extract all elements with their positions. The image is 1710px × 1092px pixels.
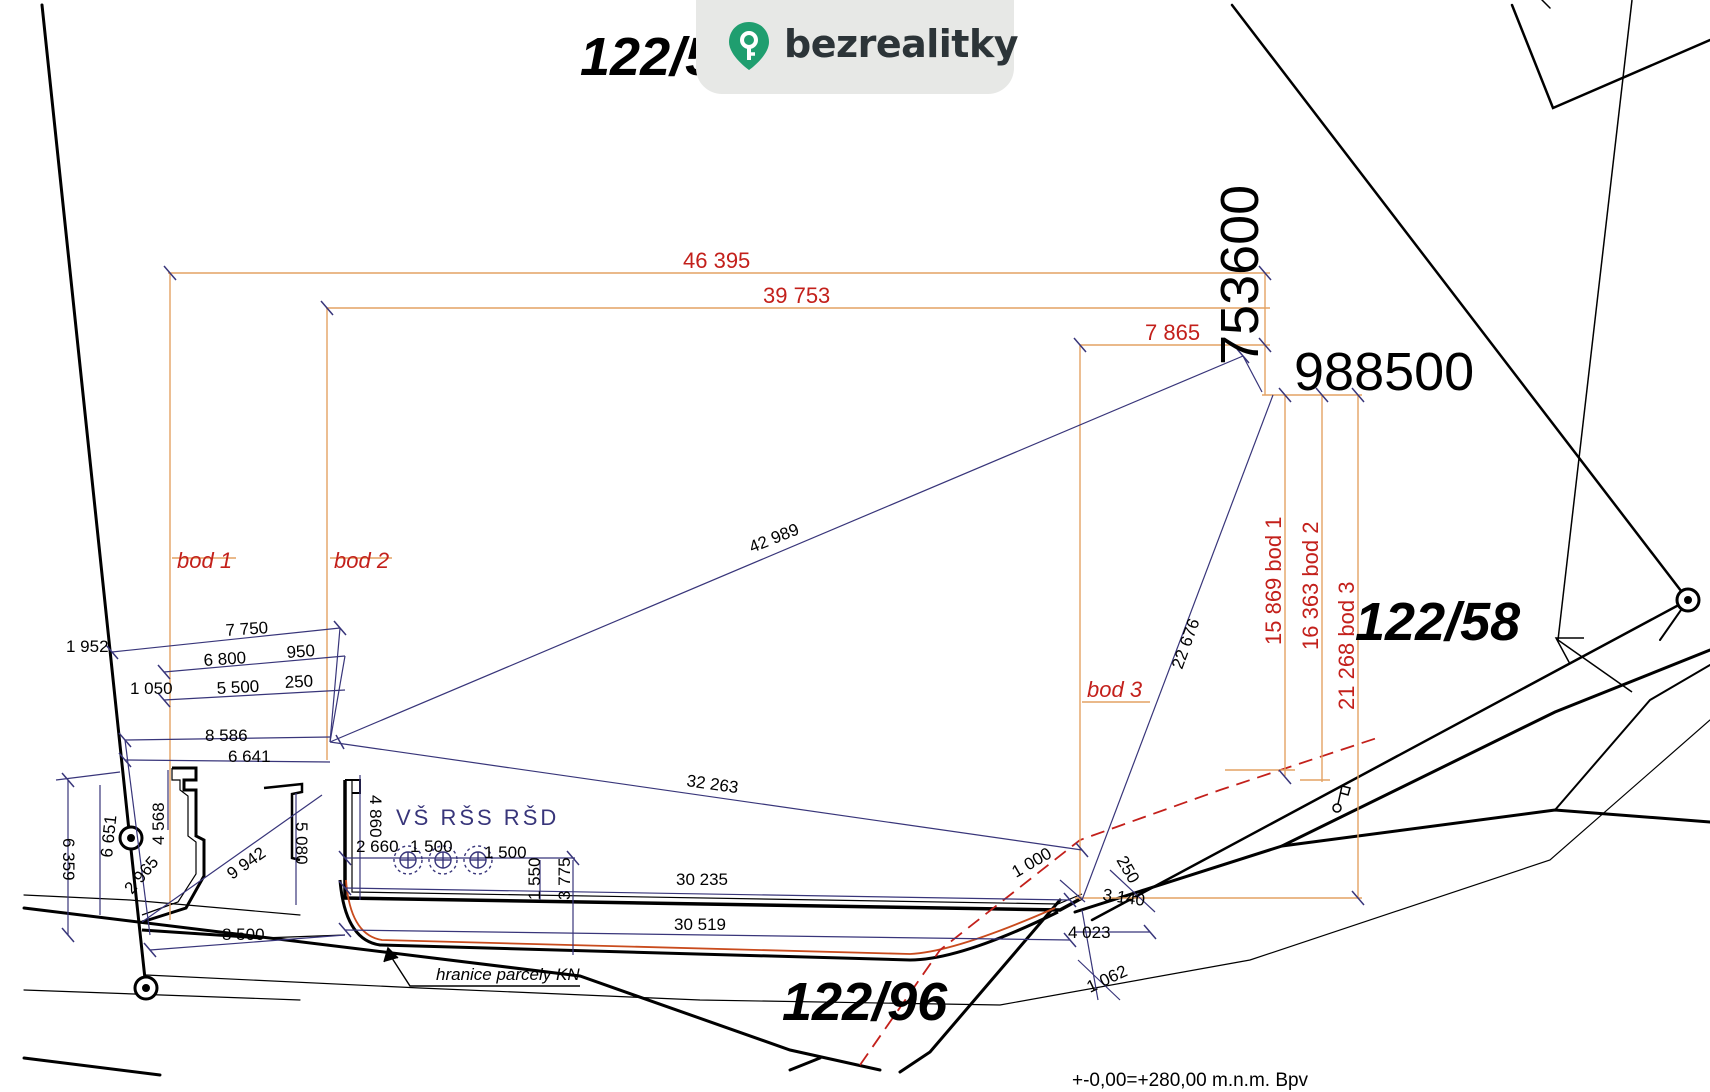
dim-8586: 8 586 xyxy=(205,726,248,745)
dim-5500: 5 500 xyxy=(216,677,259,698)
boundary-kn-line xyxy=(338,879,1059,962)
dim-3140: 3 140 xyxy=(1101,885,1146,910)
north-arrow xyxy=(1554,0,1633,693)
dim-3775: 3 775 xyxy=(555,857,574,900)
dim-vertical-bod2: 16 363 bod 2 xyxy=(1298,522,1323,650)
dimension-lines-blue xyxy=(55,355,1274,1001)
dim-2965: 2 965 xyxy=(121,853,163,898)
dim-6641: 6 641 xyxy=(228,747,271,766)
dim-6359: 6 359 xyxy=(59,838,78,881)
coordinate-y: 753600 xyxy=(1210,185,1270,365)
dim-39753: 39 753 xyxy=(763,283,830,308)
dim-32263: 32 263 xyxy=(685,771,739,797)
dim-2660: 2 660 xyxy=(356,837,399,856)
dim-250-top: 250 xyxy=(284,672,313,692)
shaft-symbols xyxy=(393,845,493,875)
dim-1550: 1 550 xyxy=(525,857,544,900)
dim-1062: 1 062 xyxy=(1084,961,1131,996)
dim-6651: 6 651 xyxy=(97,814,120,858)
dim-4023: 4 023 xyxy=(1068,923,1111,942)
hydrant-icon xyxy=(1332,785,1351,813)
parcel-label-right: 122/58 xyxy=(1355,592,1520,652)
dim-250-right: 250 xyxy=(1113,853,1144,887)
survey-point-bod3: bod 3 xyxy=(1087,677,1143,702)
dim-7865: 7 865 xyxy=(1145,320,1200,345)
dim-1500-b: 1 500 xyxy=(484,843,527,862)
coordinate-x: 988500 xyxy=(1294,342,1474,402)
dim-5080: 5 080 xyxy=(292,822,311,865)
dim-1000: 1 000 xyxy=(1009,844,1055,882)
survey-point-bod2: bod 2 xyxy=(334,548,389,573)
dim-4860: 4 860 xyxy=(366,795,385,838)
brand-watermark: bezrealitky xyxy=(696,0,1019,94)
survey-point-bod1: bod 1 xyxy=(177,548,232,573)
dim-30235: 30 235 xyxy=(676,870,728,889)
dim-950: 950 xyxy=(286,641,316,662)
brand-name: bezrealitky xyxy=(784,22,1019,66)
dim-1050: 1 050 xyxy=(130,679,173,698)
dim-6800: 6 800 xyxy=(203,648,247,670)
survey-markers xyxy=(118,587,1701,1001)
dim-9942: 9 942 xyxy=(223,843,269,883)
dim-30519: 30 519 xyxy=(674,915,726,934)
dim-8500: 8 500 xyxy=(222,925,265,944)
parcel-label-top: 122/5 xyxy=(580,27,716,87)
shaft-labels: VŠ RŠS RŠD xyxy=(396,805,559,830)
dim-7750: 7 750 xyxy=(225,618,269,640)
boundary-note: hranice parcely KN xyxy=(436,965,580,984)
elevation-note: +-0,00=+280,00 m.n.m. Bpv xyxy=(1072,1070,1309,1091)
dim-22676: 22 676 xyxy=(1168,616,1204,671)
building-outline xyxy=(141,766,1083,940)
dimension-lines-orange xyxy=(168,272,1362,920)
boundary-note-leader xyxy=(383,946,580,987)
dim-42989: 42 989 xyxy=(746,520,801,557)
dim-vertical-bod3: 21 268 bod 3 xyxy=(1334,582,1359,710)
parcel-boundaries xyxy=(22,0,1710,1077)
dim-vertical-bod1: 15 869 bod 1 xyxy=(1261,517,1286,645)
dimension-ticks xyxy=(61,265,1365,958)
dim-1500-a: 1 500 xyxy=(410,837,453,856)
dim-4568: 4 568 xyxy=(149,802,168,845)
key-pin-icon xyxy=(729,22,769,70)
dim-1952: 1 952 xyxy=(66,637,109,656)
parcel-label-bottom: 122/96 xyxy=(782,972,948,1032)
dim-46395: 46 395 xyxy=(683,248,750,273)
